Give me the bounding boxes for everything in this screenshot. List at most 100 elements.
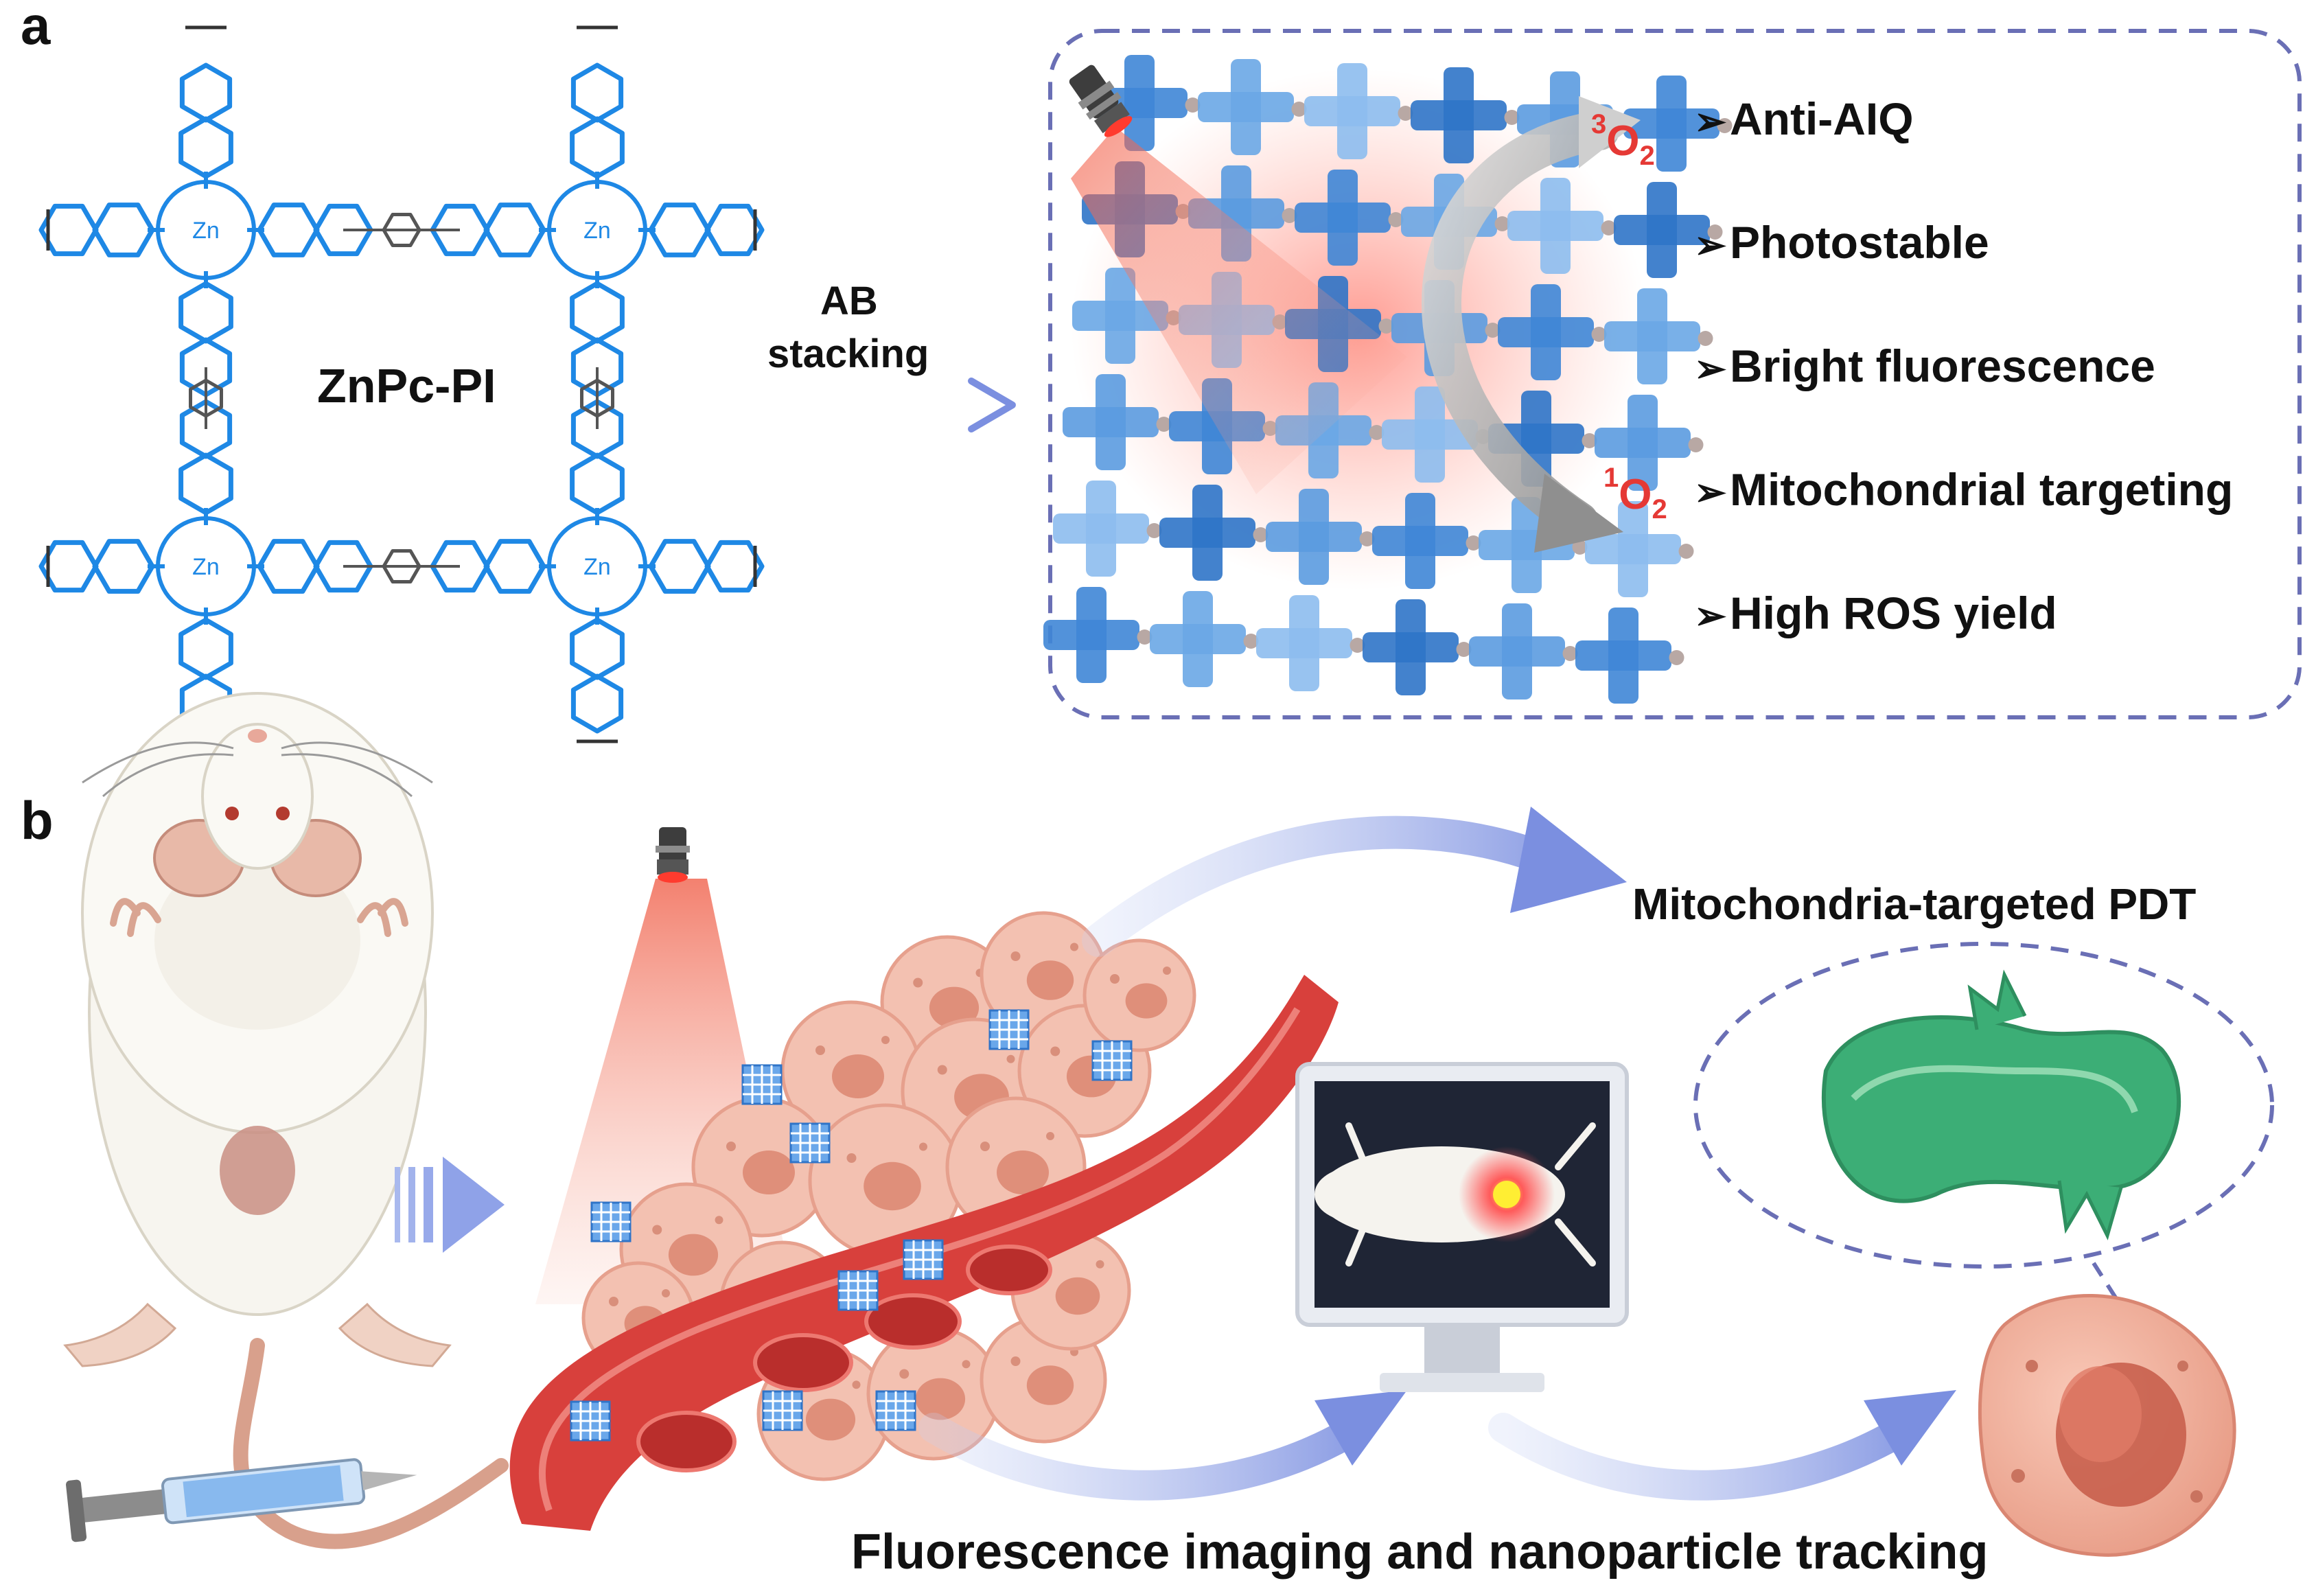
linker-node xyxy=(1388,212,1404,227)
nanoparticle-icon xyxy=(988,1009,1030,1050)
feature-text: Anti-AIQ xyxy=(1730,93,1914,144)
framework-node xyxy=(1150,591,1246,687)
linker-node xyxy=(1678,544,1694,559)
molecule-ring xyxy=(483,203,546,257)
framework-node xyxy=(1623,76,1719,172)
nanoparticle-icon xyxy=(741,1064,783,1105)
feature-text: Photostable xyxy=(1730,217,1989,268)
singlet-oxygen-sub: 2 xyxy=(1652,494,1667,524)
framework-node xyxy=(1382,386,1478,483)
molecule-ring xyxy=(257,203,320,257)
triplet-oxygen-sub: 2 xyxy=(1639,141,1655,171)
nanoparticle-icon xyxy=(903,1239,944,1280)
feature-bullet-icon: ➢ xyxy=(1694,100,1726,143)
pdt-label: Mitochondria-targeted PDT xyxy=(1632,879,2197,929)
linker-node xyxy=(1707,224,1723,240)
framework-node xyxy=(1507,178,1603,274)
nanoparticle-icon xyxy=(789,1122,831,1164)
framework-node xyxy=(1469,603,1565,699)
nanoparticle-icon xyxy=(762,1390,803,1431)
molecule-ring xyxy=(648,539,711,594)
ab-stacking-label-line1: AB xyxy=(820,279,878,323)
mouse-illustration xyxy=(63,692,509,1549)
triplet-oxygen-label: 3O2 xyxy=(1591,111,1655,170)
linker-node xyxy=(1669,650,1684,665)
molecule-ring xyxy=(257,539,320,594)
linker-node xyxy=(1456,642,1472,657)
molecule-ring xyxy=(92,539,155,594)
molecule-ring xyxy=(178,617,233,680)
panel-a-letter: a xyxy=(21,0,51,56)
singlet-oxygen-base: O xyxy=(1619,471,1652,518)
light-source-lamp-a xyxy=(1069,65,1407,494)
zn-center-atom: Zn xyxy=(583,218,611,244)
feature-item: ➢Photostable xyxy=(1694,216,1989,268)
tumor-cell-blob xyxy=(1082,938,1196,1052)
singlet-oxygen-sup: 1 xyxy=(1603,463,1619,493)
linker-node xyxy=(1378,319,1394,334)
framework-node xyxy=(1072,268,1168,364)
framework-node xyxy=(1372,493,1468,589)
zn-center-atom: Zn xyxy=(192,218,220,244)
feature-item: ➢Mitochondrial targeting xyxy=(1694,463,2233,516)
linker-node xyxy=(1359,531,1375,546)
feature-item: ➢Anti-AIQ xyxy=(1694,93,1914,145)
feature-item: ➢High ROS yield xyxy=(1694,587,2057,639)
linker-node xyxy=(1572,540,1588,555)
molecule-ring xyxy=(38,203,99,257)
framework-node xyxy=(1043,587,1139,683)
pdt-curved-arrow xyxy=(1082,807,1627,957)
framework-node xyxy=(1498,284,1594,380)
nanoparticle-icon xyxy=(837,1270,879,1311)
framework-node xyxy=(1053,481,1149,577)
linker-node xyxy=(1146,523,1162,538)
molecule-ring xyxy=(178,116,233,179)
feature-bullet-icon: ➢ xyxy=(1694,223,1726,266)
oxygen-conversion-arrow xyxy=(1421,96,1641,553)
imaging-label: Fluorescence imaging and nanoparticle tr… xyxy=(851,1525,1989,1580)
framework-node xyxy=(1295,170,1391,266)
linker-node xyxy=(1562,646,1578,661)
triplet-oxygen-sup: 3 xyxy=(1591,109,1607,139)
molecule-ring xyxy=(178,281,233,344)
imaging-monitor xyxy=(1295,1062,1629,1392)
ab-stacking-label-line2: stacking xyxy=(767,332,929,376)
injection-to-tumor-arrow xyxy=(395,1157,505,1253)
nanoparticle-icon xyxy=(1091,1040,1133,1081)
linker-node xyxy=(1398,106,1413,121)
linker-node xyxy=(1369,425,1385,440)
framework-node xyxy=(1604,288,1700,384)
tumor-cell xyxy=(1978,1294,2236,1557)
molecule-ring xyxy=(570,673,624,734)
ab-stacking-arrowhead xyxy=(968,378,1016,432)
feature-text: High ROS yield xyxy=(1730,588,2057,638)
linker-node xyxy=(1717,118,1733,133)
molecule-ring xyxy=(179,62,233,123)
framework-node xyxy=(1585,501,1681,597)
molecule-ring xyxy=(648,203,711,257)
linker-node xyxy=(1582,433,1597,448)
feature-text: Mitochondrial targeting xyxy=(1730,464,2234,515)
zn-center-atom: Zn xyxy=(583,554,611,580)
molecule-ring xyxy=(570,62,624,123)
linker-node xyxy=(1698,331,1713,346)
linker-node xyxy=(1504,110,1520,125)
framework-node xyxy=(1198,59,1294,155)
linker-node xyxy=(1156,417,1172,432)
imaging-curved-arrow-1 xyxy=(918,1390,1407,1501)
molecule-ring xyxy=(570,617,625,680)
linker-node xyxy=(1591,327,1607,342)
molecule-ring xyxy=(483,539,546,594)
linker-node xyxy=(1291,102,1307,117)
framework-node xyxy=(1595,395,1691,491)
mitochondria-thought-bubble xyxy=(1693,942,2274,1340)
framework-node xyxy=(1256,595,1352,691)
linker-node xyxy=(1350,638,1365,653)
molecule-ring xyxy=(38,540,99,593)
molecule-ring xyxy=(178,452,233,516)
properties-dashed-frame xyxy=(1048,29,2302,719)
imaging-curved-arrow-2 xyxy=(1488,1390,1956,1501)
framework-node xyxy=(1304,63,1400,159)
nanoparticle-icon xyxy=(570,1400,611,1442)
